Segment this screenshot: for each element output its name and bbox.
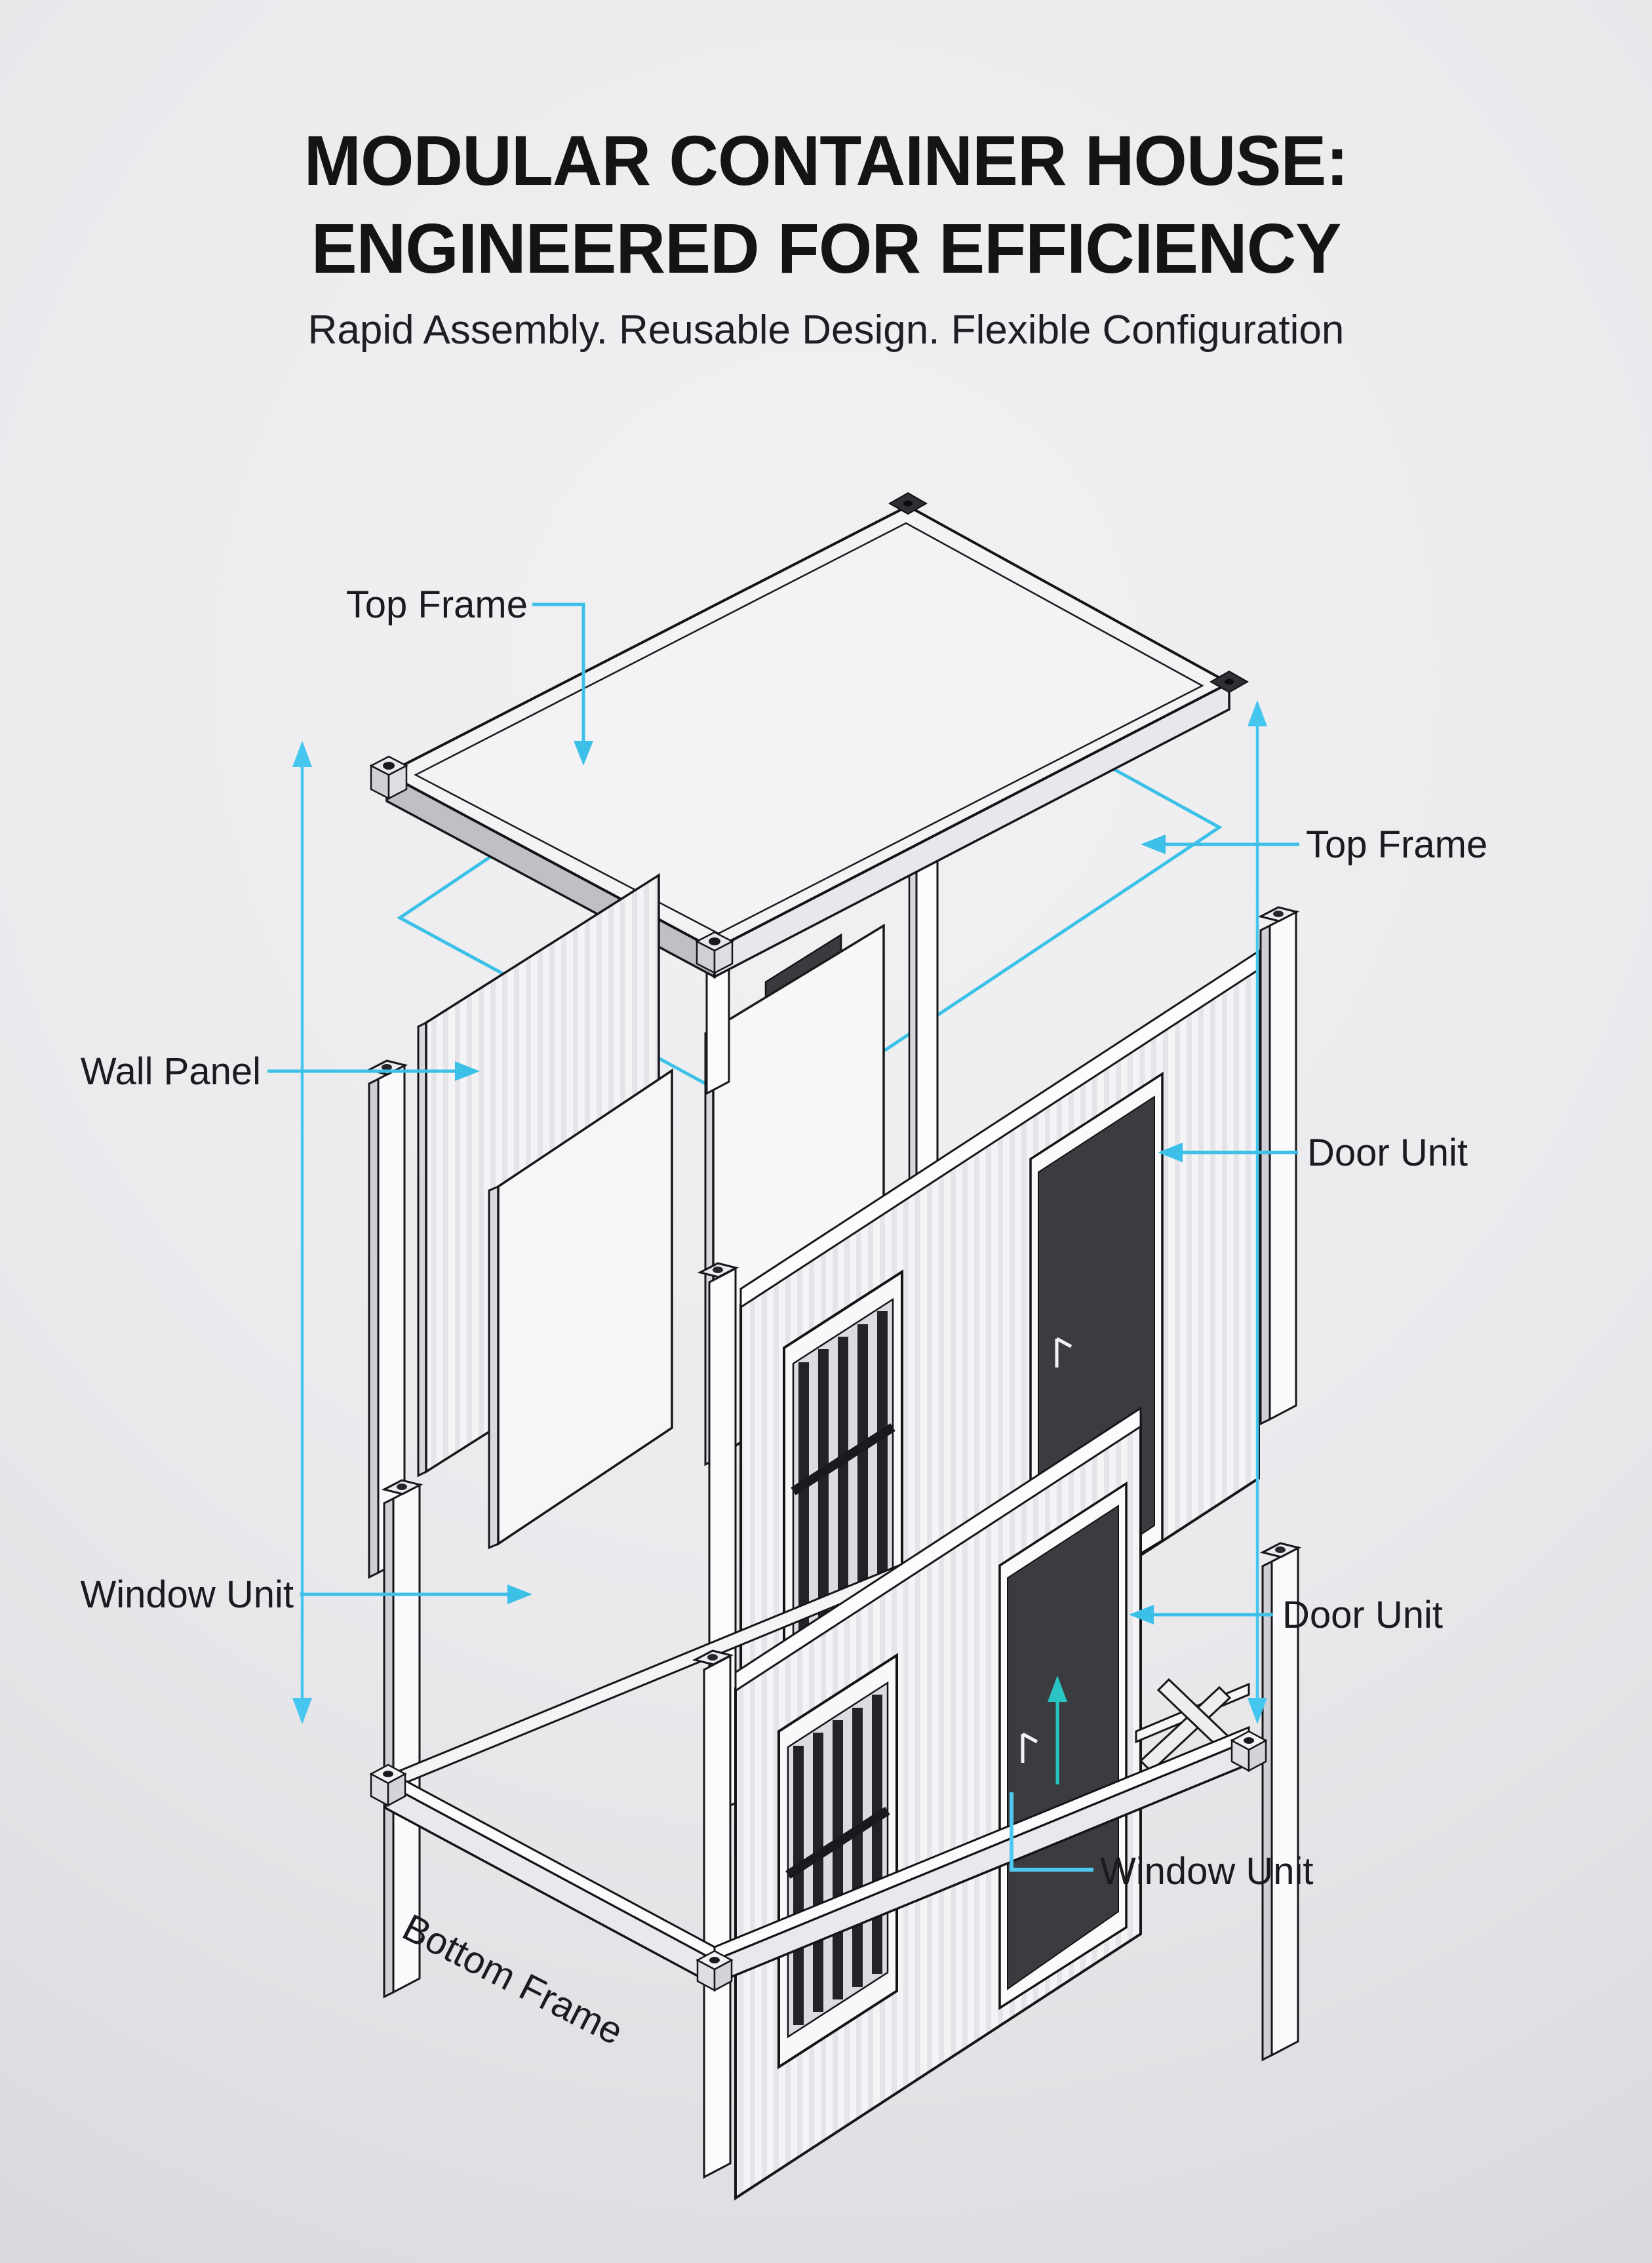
top-frame-panel — [369, 492, 1249, 979]
white-panel-edge — [488, 1185, 500, 1550]
roof-corner-casting-top — [888, 492, 928, 515]
wall-panel-stack — [417, 873, 673, 1550]
label-door-unit-upper: Door Unit — [1307, 1132, 1468, 1174]
label-window-unit-bottom: Window Unit — [1100, 1850, 1314, 1893]
label-top-frame-left: Top Frame — [346, 583, 528, 626]
label-bottom-frame: Bottom Frame — [396, 1906, 630, 2053]
door-handle-icon — [1055, 1337, 1072, 1368]
frame-casting-south — [696, 1950, 734, 1992]
window-unit-left-leader — [300, 1584, 532, 1604]
page-title-line1: MODULAR CONTAINER HOUSE: — [304, 121, 1349, 200]
roof-inner-border — [414, 522, 1204, 935]
bottom-frame — [369, 1725, 1268, 1992]
label-top-frame-right: Top Frame — [1306, 823, 1487, 866]
frame-casting-west — [369, 1763, 407, 1807]
right-vertical-arrow — [1248, 700, 1267, 1724]
annotation-arrows — [267, 602, 1299, 1872]
label-door-unit-lower: Door Unit — [1282, 1594, 1443, 1636]
left-vertical-arrow — [292, 741, 312, 1724]
window-unit-lower — [777, 1653, 898, 2070]
page-subtitle: Rapid Assembly. Reusable Design. Flexibl… — [307, 307, 1345, 353]
roof-corner-casting-left — [369, 755, 408, 800]
door-unit-lower-door — [998, 1481, 1128, 2011]
frame-casting-east — [1230, 1730, 1268, 1773]
window-unit-bottom-leader — [1010, 1676, 1093, 1872]
lower-unit-wall — [692, 1406, 1142, 2201]
door-handle-icon — [1021, 1732, 1038, 1763]
door-unit-lower-leader — [1129, 1605, 1273, 1624]
header: MODULAR CONTAINER HOUSE: ENGINEERED FOR … — [0, 117, 1652, 353]
roof-corner-casting-bottom — [695, 931, 734, 975]
corner-post-upper-right — [1259, 906, 1298, 1425]
roof-corner-casting-right — [1209, 670, 1249, 694]
wall-panel-leader — [267, 1061, 480, 1081]
corrugated-panel-edge — [417, 1021, 427, 1478]
page-title-line2: ENGINEERED FOR EFFICIENCY — [311, 208, 1342, 288]
top-frame-left-leader — [532, 602, 593, 766]
top-frame-right-leader — [1141, 835, 1299, 854]
lower-wall-left-post — [692, 1649, 734, 2179]
label-window-unit-left: Window Unit — [80, 1573, 294, 1616]
lower-wall-top-rail — [734, 1406, 1142, 1693]
label-wall-panel: Wall Panel — [81, 1050, 261, 1093]
door-unit-upper-leader — [1158, 1143, 1298, 1162]
white-wall-panel — [497, 1068, 673, 1546]
